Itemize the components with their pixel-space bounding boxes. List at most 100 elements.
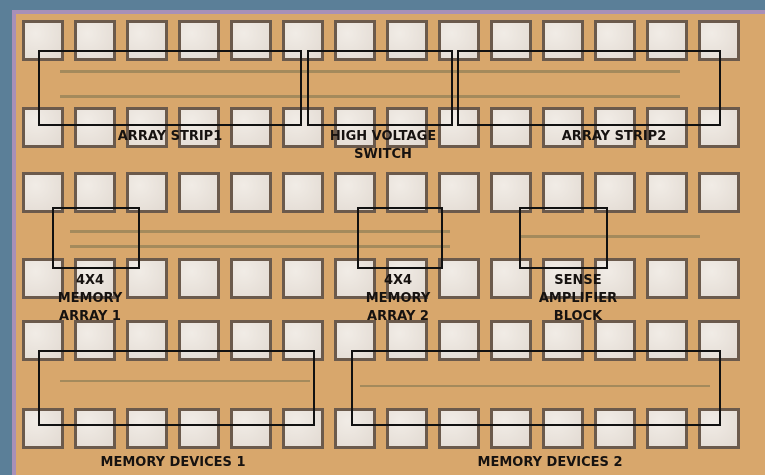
label-line: 4X4 (383, 273, 413, 288)
bond-pad (334, 172, 376, 213)
label-line: SWITCH (354, 147, 412, 162)
die-edge-top (0, 0, 765, 10)
bond-pad (594, 172, 636, 213)
bond-pad (230, 320, 272, 361)
bond-pad (282, 258, 324, 299)
bond-pad (178, 107, 220, 148)
bond-pad (230, 258, 272, 299)
bond-pad (22, 107, 64, 148)
bond-pad (542, 408, 584, 449)
bond-pad (386, 258, 428, 299)
label-line: MEMORY (57, 291, 123, 306)
bond-pad (334, 107, 376, 148)
metal-trace (70, 230, 450, 233)
bond-pad (490, 107, 532, 148)
bond-pad (74, 408, 116, 449)
bond-pad (646, 258, 688, 299)
label-memory-devices-2: MEMORY DEVICES 2 (477, 455, 623, 470)
bond-pad (230, 172, 272, 213)
bond-pad (542, 258, 584, 299)
bond-pad (282, 20, 324, 61)
bond-pad (74, 107, 116, 148)
bond-pad (542, 20, 584, 61)
bond-pad (646, 320, 688, 361)
bond-pad (282, 172, 324, 213)
bond-pad (438, 20, 480, 61)
bond-pad (490, 20, 532, 61)
bond-pad (646, 172, 688, 213)
bond-pad (22, 172, 64, 213)
bond-pad (74, 258, 116, 299)
bond-pad (126, 107, 168, 148)
bond-pad (178, 172, 220, 213)
memory-array-2-box (357, 207, 443, 269)
bond-pad (126, 320, 168, 361)
bond-pad (438, 107, 480, 148)
bond-pad (490, 320, 532, 361)
bond-pad (386, 172, 428, 213)
bond-pad (178, 320, 220, 361)
bond-pad (178, 258, 220, 299)
bond-pad (334, 258, 376, 299)
bond-pad (594, 107, 636, 148)
bond-pad (230, 408, 272, 449)
memory-devices-2-box (351, 350, 721, 426)
bond-pad (594, 408, 636, 449)
bond-pad (126, 172, 168, 213)
bond-pad (490, 258, 532, 299)
label-memory-array-1: 4X4 MEMORY ARRAY 1 (58, 272, 123, 326)
label-line: 4X4 (75, 273, 105, 288)
bond-pad (594, 20, 636, 61)
bond-pad (282, 408, 324, 449)
bond-pad (542, 107, 584, 148)
metal-trace (60, 380, 310, 382)
label-array-strip2: ARRAY STRIP2 (561, 129, 667, 144)
bond-pad (334, 408, 376, 449)
bond-pad (22, 408, 64, 449)
array-strip2-box (457, 50, 721, 126)
bond-pad (22, 20, 64, 61)
bond-pad (282, 107, 324, 148)
bond-pad (334, 20, 376, 61)
sense-amplifier-box (519, 207, 608, 269)
bond-pad (594, 320, 636, 361)
bond-pad (438, 320, 480, 361)
bond-pad (386, 107, 428, 148)
die-seal-ring (12, 0, 16, 475)
bond-pad (646, 408, 688, 449)
label-sense-amplifier: SENSE AMPLIFIER BLOCK (539, 272, 617, 326)
bond-pad (282, 320, 324, 361)
label-line: MEMORY (365, 291, 431, 306)
metal-trace (70, 245, 450, 248)
label-line: AMPLIFIER (538, 291, 618, 306)
label-line: BLOCK (553, 309, 603, 324)
bond-pad (74, 320, 116, 361)
bond-pad (22, 320, 64, 361)
bond-pad (542, 320, 584, 361)
bond-pad (438, 172, 480, 213)
label-array-strip1: ARRAY STRIP1 (117, 129, 223, 144)
bond-pad (178, 408, 220, 449)
bond-pad (386, 320, 428, 361)
bond-pad (126, 408, 168, 449)
bond-pad (230, 107, 272, 148)
memory-devices-1-box (38, 350, 315, 426)
bond-pad (490, 172, 532, 213)
bond-pad (646, 20, 688, 61)
label-line: ARRAY 2 (367, 309, 429, 324)
memory-array-1-box (52, 207, 140, 269)
bond-pad (334, 320, 376, 361)
bond-pad (698, 172, 740, 213)
bond-pad (74, 172, 116, 213)
bond-pad (438, 258, 480, 299)
bond-pad (438, 408, 480, 449)
bond-pad (386, 20, 428, 61)
bond-pad (646, 107, 688, 148)
metal-trace (360, 385, 710, 387)
metal-trace (60, 70, 680, 73)
bond-pad (126, 258, 168, 299)
bond-pad (74, 20, 116, 61)
label-high-voltage-switch: HIGH VOLTAGE SWITCH (330, 128, 436, 164)
high-voltage-switch-box (307, 50, 453, 126)
